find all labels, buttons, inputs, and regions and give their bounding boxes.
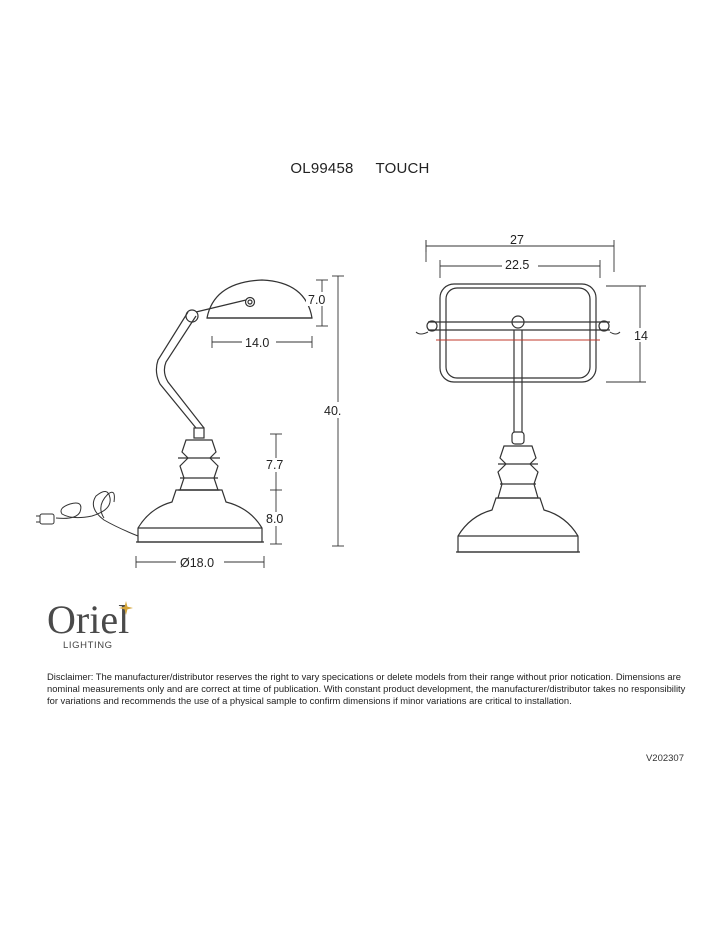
model-number: OL99458 [290, 160, 354, 177]
side-shade-width-label: 14.0 [245, 336, 269, 350]
brand-tagline: LIGHTING [63, 640, 113, 651]
front-shade-width-label: 22.5 [505, 258, 529, 272]
sparkle-icon [119, 601, 133, 615]
feature-label: TOUCH [375, 160, 430, 177]
drawing-title: OL99458 TOUCH [0, 160, 720, 177]
brand-wordmark: Oriel [47, 597, 130, 642]
front-overall-width-label: 27 [510, 233, 524, 247]
side-total-height-label: 40. [324, 404, 341, 418]
side-shade-height-label: 7.0 [308, 293, 325, 307]
side-base-diameter-label: Ø18.0 [180, 556, 214, 570]
disclaimer-text: Disclaimer: The manufacturer/distributor… [47, 671, 686, 706]
side-body-height-label: 7.7 [266, 458, 283, 472]
side-view-dimensions [135, 275, 344, 568]
brand-logo: Oriel LIGHTING [47, 598, 167, 658]
version-code: V202307 [645, 753, 684, 764]
front-shade-height-label: 14 [634, 329, 648, 343]
front-view-lamp [415, 283, 621, 553]
side-view-lamp [36, 279, 313, 543]
side-base-height-label: 8.0 [266, 512, 283, 526]
